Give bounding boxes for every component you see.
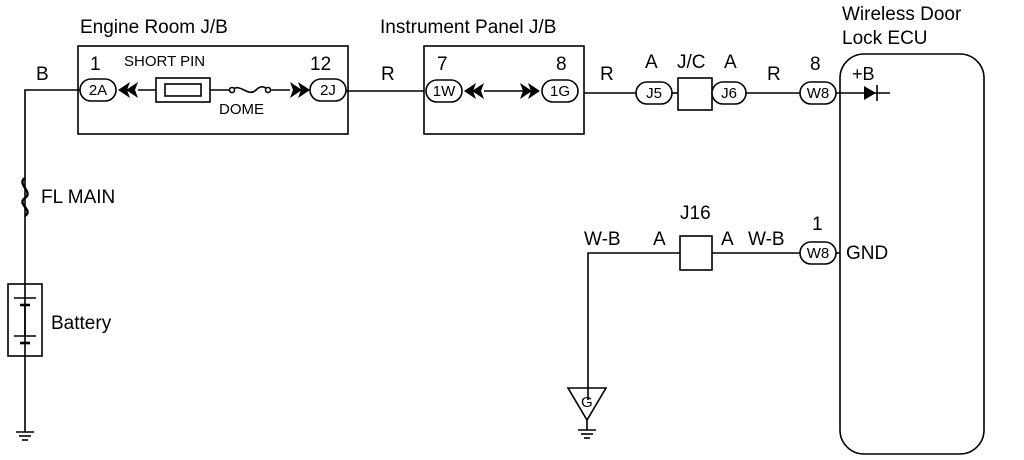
connector-w8-plus-b	[799, 81, 837, 105]
ip-pin-right: 8	[556, 54, 567, 75]
chevron-left-icon	[118, 82, 138, 98]
ecu-plus-b-pin: 8	[810, 54, 821, 75]
ecu-plus-b-label: +B	[852, 64, 875, 84]
wire-color-r-1: R	[381, 64, 395, 85]
ground-point-icon	[566, 387, 608, 422]
j16-right-letter: A	[721, 229, 734, 250]
diode-icon	[864, 86, 876, 100]
connector-2j-label: 2J	[320, 82, 336, 99]
instrument-panel-jb-title: Instrument Panel J/B	[380, 17, 556, 38]
engine-room-jb-box	[77, 45, 349, 135]
connector-2a-label: 2A	[89, 82, 107, 99]
jc-right-letter: A	[724, 52, 737, 73]
wire-b	[24, 89, 80, 432]
wire-color-r-2: R	[600, 64, 614, 85]
battery-icon	[7, 283, 43, 357]
wire-color-b: B	[36, 64, 49, 85]
ecu-gnd-pin: 1	[812, 214, 823, 235]
chevron-right-icon	[290, 82, 310, 98]
connector-j5-label: J5	[646, 85, 662, 102]
chevron-left-icon	[464, 83, 484, 99]
fl-main-label: FL MAIN	[41, 187, 115, 208]
wire-color-w-b-left: W-B	[584, 229, 621, 250]
connector-w8-gnd	[799, 241, 837, 265]
j16-box	[679, 235, 713, 271]
instrument-panel-jb-box	[423, 45, 585, 135]
fusible-link-icon	[21, 177, 29, 217]
connector-2j	[309, 78, 347, 102]
ecu-gnd-label: GND	[846, 243, 888, 264]
connector-1g-label: 1G	[550, 83, 570, 100]
ground-point-label: G	[581, 394, 593, 411]
jc-box	[677, 77, 713, 111]
engine-room-pin-left: 1	[90, 54, 101, 75]
connector-1w-label: 1W	[433, 83, 456, 100]
ecu-title-line2: Lock ECU	[842, 28, 928, 49]
wire-color-w-b-right: W-B	[748, 229, 785, 250]
ip-pin-left: 7	[437, 54, 448, 75]
engine-room-jb-title: Engine Room J/B	[80, 17, 228, 38]
connector-j6	[711, 81, 747, 105]
connector-1g	[541, 79, 579, 103]
dome-label: DOME	[219, 101, 264, 118]
wire-w-b	[587, 252, 680, 400]
connector-2a	[79, 78, 117, 102]
jc-title: J/C	[677, 52, 706, 73]
battery-label: Battery	[51, 313, 112, 334]
short-pin	[155, 77, 211, 103]
engine-room-pin-right: 12	[310, 54, 331, 75]
ecu-box	[839, 53, 985, 455]
chevron-right-icon	[520, 83, 540, 99]
connector-j6-label: J6	[721, 85, 737, 102]
wire-color-r-3: R	[767, 64, 781, 85]
connector-w8-gnd-label: W8	[807, 245, 830, 262]
short-pin-label: SHORT PIN	[124, 53, 205, 70]
jc-left-letter: A	[645, 52, 658, 73]
connector-w8-plus-b-label: W8	[807, 85, 830, 102]
j16-title: J16	[680, 203, 711, 224]
j16-left-letter: A	[653, 229, 666, 250]
connector-1w	[425, 79, 463, 103]
ecu-title: Wireless Door	[842, 4, 962, 25]
dome-fuse-icon	[231, 86, 269, 94]
